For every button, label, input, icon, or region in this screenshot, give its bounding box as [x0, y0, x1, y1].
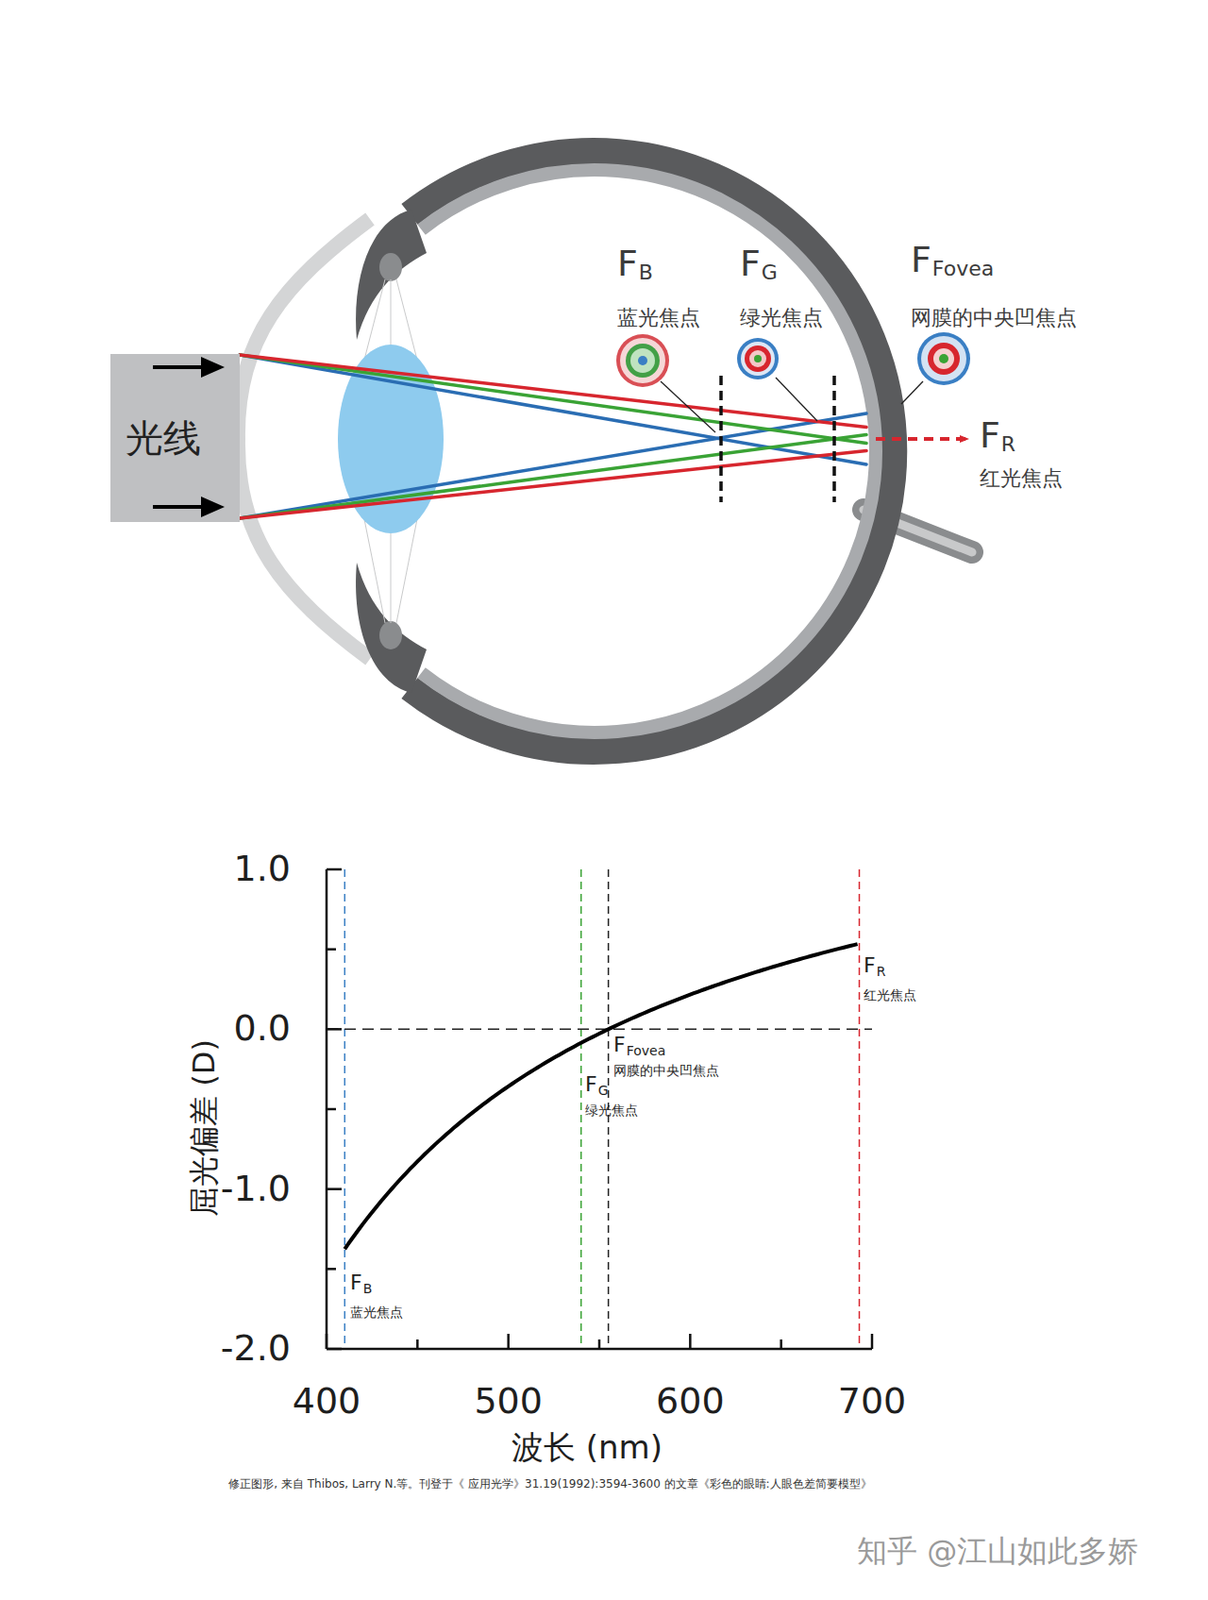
- blur-spot-icon: [737, 337, 779, 380]
- x-tick-label: 400: [292, 1380, 362, 1423]
- chart-focus-subscript: Fovea: [626, 1042, 667, 1058]
- ring: [921, 335, 967, 382]
- x-tick: [871, 1333, 874, 1349]
- x-tick: [325, 1333, 329, 1349]
- ring: [630, 348, 655, 373]
- focus-subscript: Fovea: [932, 256, 994, 281]
- focus-symbol: F: [617, 243, 638, 286]
- ring: [754, 354, 762, 363]
- sclera: [409, 151, 894, 752]
- x-tick: [598, 1339, 602, 1349]
- x-tick: [688, 1333, 692, 1349]
- watermark: 知乎 @江山如此多娇: [856, 1533, 1139, 1569]
- chart-focus-symbol: F: [863, 953, 876, 977]
- red-ray: [239, 451, 867, 520]
- y-tick: [326, 1107, 336, 1111]
- y-tick-label: 1.0: [234, 848, 291, 890]
- arrow-shaft: [152, 365, 205, 370]
- blur-spot-icon: [917, 332, 971, 386]
- chart-focus-label: 网膜的中央凹焦点: [613, 1062, 720, 1078]
- chart-focus-subscript: R: [876, 963, 887, 979]
- y-tick: [326, 1027, 342, 1031]
- ring: [637, 355, 648, 366]
- y-tick-label: -2.0: [220, 1327, 291, 1370]
- x-tick: [506, 1333, 510, 1349]
- green-ray: [239, 435, 867, 520]
- leader-line: [901, 381, 923, 404]
- focus-label: 网膜的中央凹焦点: [910, 305, 1077, 330]
- y-tick: [326, 868, 342, 872]
- ring: [927, 342, 960, 375]
- y-tick-label: 0.0: [234, 1007, 291, 1050]
- red-focus-line: [858, 869, 861, 1349]
- ring: [917, 332, 971, 386]
- ring: [616, 334, 670, 387]
- chart-focus-subscript: G: [598, 1082, 609, 1098]
- leader-line: [660, 381, 716, 433]
- chart-focus-label: 蓝光焦点: [350, 1304, 403, 1320]
- focus-symbol: F: [910, 239, 932, 282]
- x-tick-label: 500: [473, 1380, 543, 1423]
- box-label: 光线: [125, 412, 202, 465]
- light-rays: [239, 354, 867, 519]
- x-tick-label: 700: [838, 1380, 907, 1423]
- ring: [737, 337, 779, 380]
- iris: [355, 562, 427, 693]
- focus-subscript: R: [1001, 432, 1016, 456]
- y-tick-label: -1.0: [220, 1168, 291, 1210]
- chart-focus-symbol: F: [585, 1072, 598, 1096]
- aberration-curve: [344, 943, 857, 1249]
- x-axis-title: 波长 (nm): [511, 1428, 663, 1466]
- ciliary-body: [379, 252, 403, 282]
- leader-line: [775, 377, 818, 421]
- blue-focus-line: [344, 869, 347, 1349]
- ciliary-body: [379, 620, 403, 650]
- zero-line: [326, 1028, 873, 1031]
- focus-label: 蓝光焦点: [617, 305, 701, 330]
- chart-focus-label: 绿光焦点: [585, 1102, 638, 1118]
- caption: 修正图形, 来自 Thibos, Larry N.等。刊登于《 应用光学》31.…: [228, 1477, 872, 1492]
- chart-focus-symbol: F: [613, 1032, 626, 1057]
- ring: [749, 350, 767, 368]
- chart-focus-symbol: F: [350, 1270, 363, 1294]
- focus-plane-green: [832, 375, 837, 503]
- leader-lines: [660, 377, 923, 433]
- zonule: [390, 533, 392, 623]
- focus-subscript: G: [761, 260, 778, 285]
- ring: [744, 345, 772, 372]
- x-tick-label: 600: [655, 1380, 725, 1423]
- arrowhead: [201, 356, 225, 378]
- chart-focus-subscript: B: [363, 1280, 373, 1296]
- arrow-shaft: [152, 504, 205, 509]
- y-tick: [326, 1347, 342, 1351]
- y-axis-title: 屈光偏差 (D): [186, 1039, 222, 1217]
- green-focus-line: [580, 869, 583, 1349]
- red-focus-extension: [875, 436, 969, 441]
- iris: [355, 209, 427, 340]
- blur-spot-icon: [616, 334, 670, 387]
- focus-label: 绿光焦点: [739, 305, 823, 330]
- focus-label: 红光焦点: [979, 466, 1063, 490]
- ring: [740, 341, 775, 376]
- x-tick: [779, 1339, 783, 1349]
- y-tick: [326, 1187, 342, 1191]
- light-source-box: 光线: [110, 353, 240, 522]
- zonule: [390, 279, 392, 345]
- chart-focus-label: 红光焦点: [863, 987, 917, 1003]
- focus-symbol: F: [739, 243, 761, 286]
- y-tick: [326, 947, 336, 951]
- focus-subscript: B: [638, 260, 654, 285]
- ring: [625, 343, 660, 378]
- focus-plane-blue: [719, 375, 723, 503]
- ring: [620, 337, 666, 384]
- y-tick: [326, 1267, 336, 1271]
- ring: [933, 348, 955, 370]
- arrowhead: [201, 496, 225, 518]
- focus-symbol: F: [979, 415, 1001, 457]
- ring: [939, 353, 949, 364]
- x-tick: [416, 1339, 420, 1349]
